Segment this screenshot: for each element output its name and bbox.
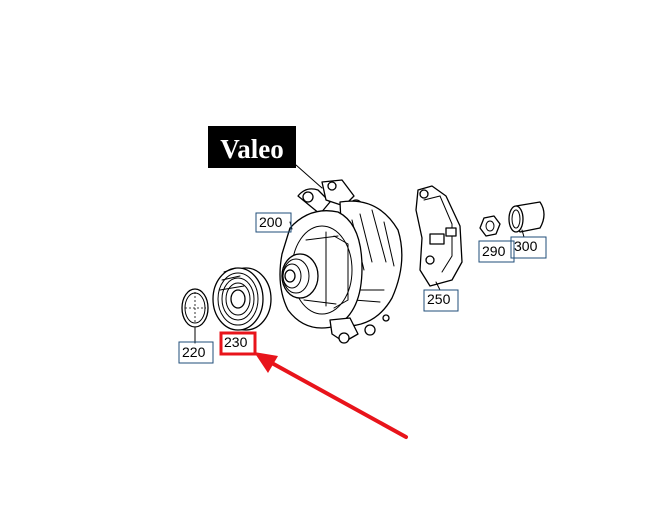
callout-220[interactable]: 220 <box>178 341 214 364</box>
callout-300-label: 300 <box>514 238 538 254</box>
brand-badge: Valeo <box>208 126 323 189</box>
callout-230-label: 230 <box>224 334 248 350</box>
callout-200-label: 200 <box>259 214 283 230</box>
part-290-nut <box>479 215 501 237</box>
part-200-alternator <box>279 179 403 344</box>
callout-300[interactable]: 300 <box>510 236 547 259</box>
brand-label: Valeo <box>220 134 284 164</box>
callout-220-label: 220 <box>182 344 206 360</box>
part-230-pulley <box>212 267 272 331</box>
callout-230-highlighted[interactable]: 230 <box>219 331 257 356</box>
callout-250-label: 250 <box>427 291 451 307</box>
part-300-cap <box>508 201 545 238</box>
callout-200[interactable]: 200 <box>255 212 292 233</box>
red-arrow-icon <box>254 352 408 439</box>
part-250-regulator <box>415 185 463 291</box>
callout-290-label: 290 <box>482 243 506 259</box>
callout-250[interactable]: 250 <box>423 289 459 312</box>
part-220-cover-cap <box>181 288 209 344</box>
callout-290[interactable]: 290 <box>478 240 515 263</box>
